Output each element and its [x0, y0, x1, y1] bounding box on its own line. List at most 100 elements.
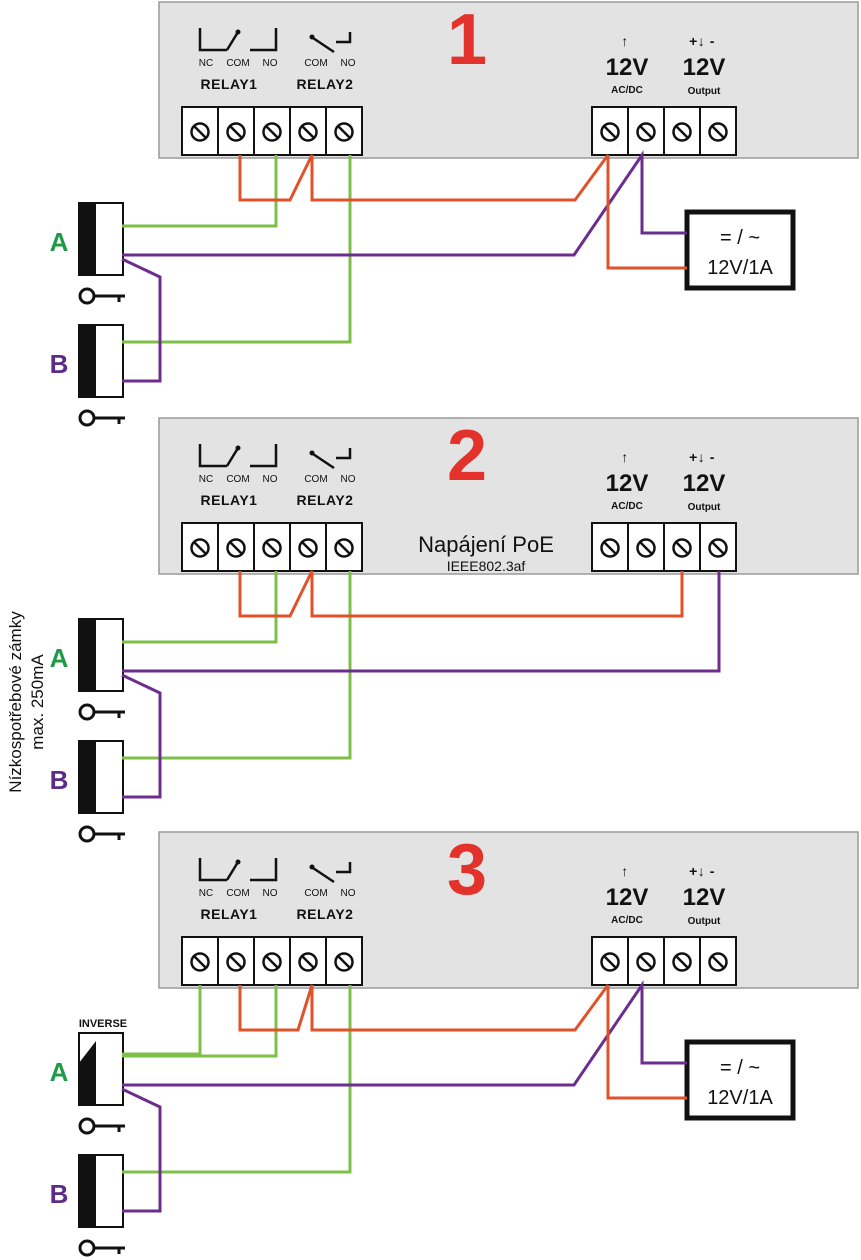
relay-terminal-block [181, 522, 363, 572]
lock-bolt [79, 741, 96, 813]
relay-terminal-block [181, 936, 363, 986]
power-supply-icon: = / ~12V/1A [684, 209, 796, 291]
terminal-screw-icon [226, 952, 246, 972]
relay1-label: RELAY1 [201, 906, 258, 922]
psu-rating-label: 12V/1A [707, 1087, 773, 1109]
psu-frame [684, 209, 796, 291]
door-a-letter: A [50, 643, 69, 673]
output-polarity-label: +↓ - [689, 33, 715, 49]
key-bow [78, 703, 96, 721]
no-label: NO [263, 58, 278, 69]
output-label: Output [688, 916, 721, 927]
input-voltage-label: 12V [606, 884, 649, 911]
door-b-letter: B [50, 765, 69, 795]
relay-no-switch-icon [309, 448, 352, 470]
power-terminal-block [591, 522, 737, 572]
input-voltage-label: 12V [606, 54, 649, 81]
terminal-screw-icon [708, 952, 728, 972]
screw-slot [265, 541, 279, 555]
com-label: COM [304, 888, 327, 899]
acdc-label: AC/DC [611, 85, 643, 96]
power-supply-icon: = / ~ 12V/1A [684, 1039, 796, 1121]
relay-pivot [309, 864, 315, 870]
red-wire-relay-com-to-supply [238, 984, 610, 1032]
terminal-screw-icon [226, 538, 246, 558]
door-b-letter: B [50, 349, 69, 379]
key-icon [78, 703, 125, 721]
terminal-screw-icon [298, 952, 318, 972]
relay-contact-no [250, 444, 278, 468]
com-label: COM [304, 474, 327, 485]
key-icon [78, 1239, 125, 1257]
input-arrow-icon: ↑ [621, 863, 629, 879]
key-bow [78, 1239, 96, 1257]
red-wire-relay-com-to-supply [238, 570, 684, 618]
screw-slot [639, 955, 653, 969]
door-lock-icon [78, 202, 124, 276]
poe-title-label: Napájení PoE [418, 532, 554, 557]
psu-symbol-label: = / ~ [720, 1057, 760, 1079]
relay-no-switch-icon [309, 862, 352, 884]
door-lock-b: B [50, 740, 125, 843]
relay-contact-no [336, 448, 352, 460]
relay2-label: RELAY2 [297, 76, 354, 92]
door-lock-b: B [50, 324, 125, 427]
screw-slot [675, 541, 689, 555]
output-label: Output [688, 86, 721, 97]
screw-slot [301, 541, 315, 555]
terminal-screw-icon [708, 538, 728, 558]
relay-lever [309, 450, 335, 470]
screw-slot [639, 541, 653, 555]
relay1-label: RELAY1 [201, 492, 258, 508]
terminal-screw-icon [190, 538, 210, 558]
no-label: NO [341, 474, 356, 485]
terminal-screw-icon [672, 952, 692, 972]
screw-slot [675, 125, 689, 139]
terminal-screw-icon [600, 952, 620, 972]
key-bow [78, 1117, 96, 1135]
screw-slot [229, 955, 243, 969]
terminal-screw-icon [600, 122, 620, 142]
relay-contact-no [336, 32, 352, 44]
terminal-screw-icon [334, 122, 354, 142]
max-current-label: max. 250mA [28, 654, 47, 750]
relay-contact-nc [198, 444, 227, 468]
relay-contact-nc [198, 858, 227, 882]
screw-slot [337, 125, 351, 139]
acdc-label: AC/DC [611, 501, 643, 512]
lock-bolt [79, 203, 96, 275]
low-power-locks-label: Nízkospotřebové zámky [6, 611, 25, 793]
terminal-screw-icon [636, 538, 656, 558]
door-lock-icon [78, 324, 124, 398]
no-label: NO [341, 58, 356, 69]
purple-wire-lock-a-to-ac-dc [122, 150, 687, 257]
door-a-letter: A [50, 227, 69, 257]
terminal-screw-icon [226, 122, 246, 142]
green-wire-relay2-no-to-lock-b [122, 155, 352, 344]
purple-wire-lock-a-to-lock-b [121, 257, 162, 383]
door-lock-icon [78, 618, 124, 692]
terminal-block-frame [181, 106, 363, 156]
output-voltage-label: 12V [683, 470, 726, 497]
screw-slot [603, 541, 617, 555]
relay-lever [225, 861, 240, 881]
output-label: Output [688, 502, 721, 513]
door-lock-icon [78, 740, 124, 814]
green-wire-relay2-no-to-lock-b [122, 571, 352, 760]
relay-contact-no [250, 858, 278, 882]
door-b-letter: B [50, 1179, 69, 1209]
screw-slot [229, 125, 243, 139]
psu-symbol-label: = / ~ [720, 227, 760, 249]
relay-contact-no [336, 862, 352, 874]
screw-slot [301, 125, 315, 139]
com-label: COM [226, 888, 249, 899]
screw-slot [229, 541, 243, 555]
red-wire-supply-to-ac-dc [606, 155, 687, 270]
no-label: NO [341, 888, 356, 899]
no-label: NO [263, 888, 278, 899]
purple-wire-lock-a-to-lock-b [121, 1087, 162, 1213]
panel-number-label: 1 [447, 0, 487, 80]
